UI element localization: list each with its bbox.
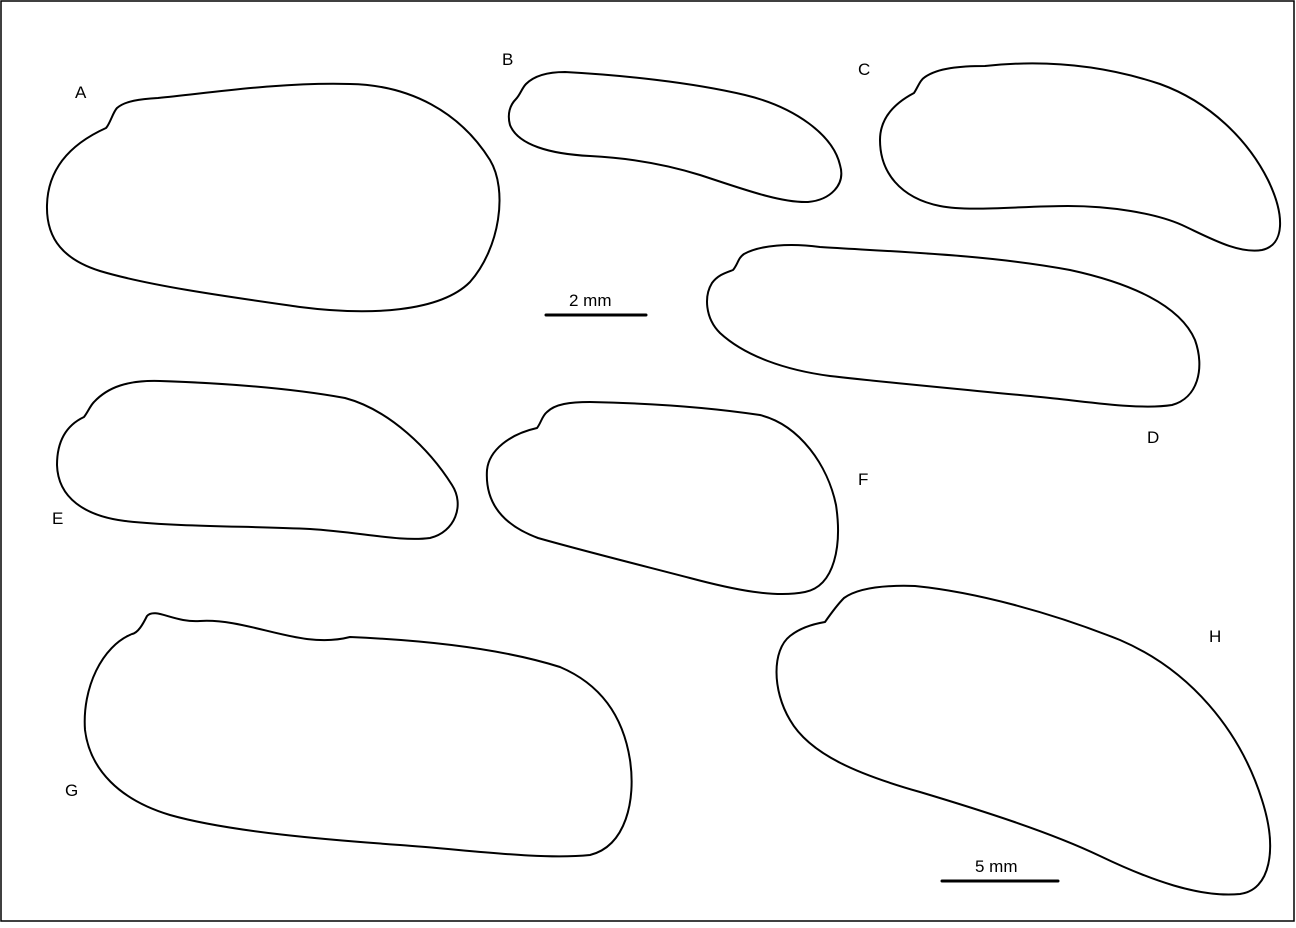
panel-label-e: E: [52, 509, 63, 528]
panel-label-g: G: [65, 781, 78, 800]
panel-label-a: A: [75, 83, 87, 102]
panel-label-d: D: [1147, 428, 1159, 447]
panel-label-f: F: [858, 470, 868, 489]
panel-label-c: C: [858, 60, 870, 79]
panel-label-h: H: [1209, 627, 1221, 646]
scale-label-2mm: 2 mm: [569, 291, 612, 310]
panel-label-b: B: [502, 50, 513, 69]
scale-label-5mm: 5 mm: [975, 857, 1018, 876]
